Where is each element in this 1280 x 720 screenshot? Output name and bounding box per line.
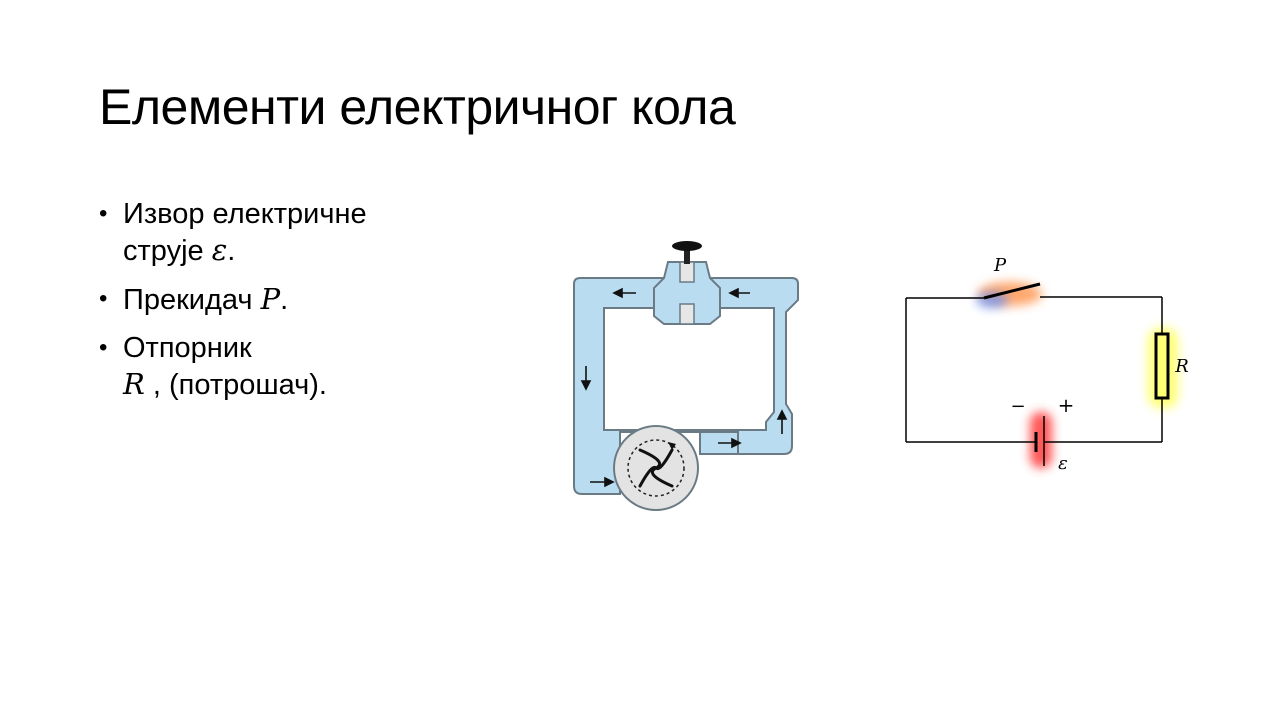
bullet-switch-end: . (280, 284, 289, 316)
valve-handle (672, 241, 702, 251)
arrow-left-down (580, 366, 592, 391)
valve-body (653, 261, 721, 325)
bullet-resistor-end: , (потрошач). (144, 369, 327, 401)
wires (905, 296, 1163, 443)
resistor-highlight (1148, 328, 1178, 408)
bullet-source-end: . (227, 235, 236, 267)
bullet-switch: Прекидач P. (99, 281, 429, 318)
bullet-source: Извор електричне струје ε. (99, 196, 429, 269)
plus-label: + (1058, 393, 1075, 417)
minus-label: − (1010, 396, 1025, 417)
resistor-symbol (1154, 332, 1170, 400)
water-circuit-illustration (573, 241, 799, 511)
pump-rotor-blades (638, 448, 674, 488)
bullet-list: Извор електричне струје ε. Прекидач P. О… (99, 196, 429, 415)
arrow-bottom-in (590, 476, 615, 488)
arrow-top-right (728, 287, 750, 299)
valve-gate-bottom (679, 303, 695, 325)
switch-label: P (993, 255, 1007, 276)
circuit-schematic: P R − + ε (905, 255, 1189, 474)
valve-stem (684, 248, 690, 264)
switch-blade (983, 282, 1041, 300)
resistor-label: R (1174, 356, 1189, 377)
bullet-source-text: Извор електричне струје (123, 198, 367, 267)
valve (653, 241, 721, 325)
pump-rotor-arrow (668, 442, 676, 450)
arrow-top-left (612, 287, 636, 299)
arrow-bottom-out (718, 437, 742, 449)
pump-rotor-path (627, 439, 685, 497)
pipe-loop (573, 277, 799, 495)
valve-gate-top (679, 261, 695, 283)
symbol-r: R (123, 367, 145, 401)
symbol-p: P (260, 282, 281, 316)
emf-label: ε (1058, 453, 1068, 474)
arrow-right-up (776, 409, 788, 434)
pump (613, 425, 739, 511)
flow-arrows (580, 287, 788, 488)
slide-title: Елементи електричног кола (99, 79, 736, 135)
switch-highlight-blue (976, 292, 1008, 308)
bullet-resistor: Отпорник R , (потрошач). (99, 330, 429, 403)
pipe-inner (603, 307, 775, 431)
bullet-switch-text: Прекидач (123, 284, 261, 316)
symbol-emf: ε (211, 233, 228, 267)
bullet-resistor-text: Отпорник (123, 332, 252, 364)
battery-highlight (1030, 412, 1052, 468)
